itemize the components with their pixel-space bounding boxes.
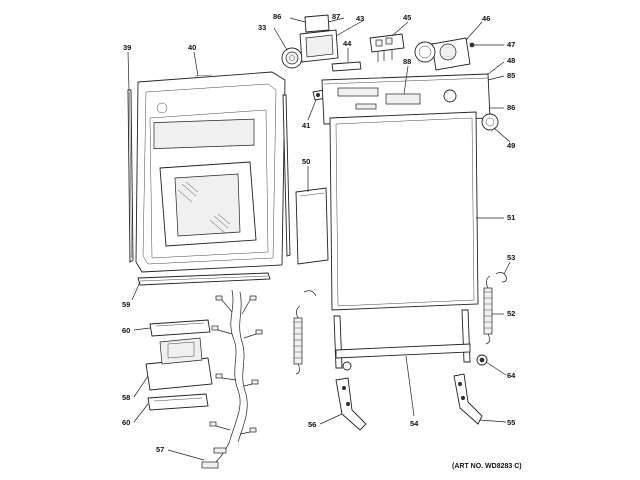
part-44-strip	[331, 61, 362, 72]
label-60-bottom: 60	[122, 418, 130, 427]
label-45: 45	[403, 13, 411, 22]
part-51-outer-door-panel	[329, 111, 479, 311]
part-54-hinge-bar	[333, 309, 471, 369]
part-52-spring-right	[483, 275, 493, 345]
label-49: 49	[507, 141, 515, 150]
label-40: 40	[188, 43, 196, 52]
part-57-wire-harness	[201, 289, 263, 469]
label-86: 86	[507, 103, 515, 112]
part-58-controller-box	[145, 337, 213, 391]
leader-lines	[127, 17, 511, 461]
part-49-knob	[481, 113, 499, 131]
part-64-small-round	[342, 354, 488, 371]
label-55: 55	[507, 418, 515, 427]
part-59-bottom-strip	[137, 272, 271, 286]
label-33: 33	[258, 23, 266, 32]
part-47-screw	[469, 42, 475, 48]
part-45-switch-assembly	[369, 33, 405, 62]
part-88-89-43-display-assembly	[299, 14, 339, 63]
part-33-round-part	[281, 47, 303, 69]
part-52-spring-left	[293, 290, 317, 375]
label-57: 57	[156, 445, 164, 454]
part-40-side-bracket	[282, 94, 291, 257]
label-47: 47	[507, 40, 515, 49]
label-54: 54	[410, 419, 419, 428]
label-60-top: 60	[122, 326, 130, 335]
label-52: 52	[507, 309, 515, 318]
label-41: 41	[302, 121, 310, 130]
part-53-hook	[495, 272, 507, 283]
label-56: 56	[308, 420, 316, 429]
part-46-control-assembly	[414, 37, 471, 71]
label-48: 48	[507, 56, 515, 65]
label-59: 59	[122, 300, 130, 309]
part-39-side-trim	[127, 89, 134, 263]
label-50: 50	[302, 157, 310, 166]
art-number: (ART NO. WD8283 C)	[452, 463, 522, 470]
label-39: 39	[123, 43, 131, 52]
label-58: 58	[122, 393, 130, 402]
label-89: 87	[332, 12, 340, 21]
label-64: 64	[507, 371, 516, 380]
part-56-hinge-left	[335, 377, 367, 431]
part-55-hinge-right	[453, 373, 483, 425]
part-50-side-panel	[295, 187, 329, 265]
part-60-bracket-bottom	[147, 393, 209, 411]
part-60-bracket-top	[149, 319, 211, 337]
label-88: 86	[273, 12, 281, 21]
label-53: 53	[507, 253, 515, 262]
part-40-inner-door-panel	[135, 71, 286, 273]
label-46: 46	[482, 14, 490, 23]
label-87: 88	[403, 57, 411, 66]
label-85: 85	[507, 71, 515, 80]
label-51: 51	[507, 213, 515, 222]
label-44: 44	[343, 39, 352, 48]
part-labels: 39 40 33 86 87 43 44 45 46 47 48 85 88 8…	[122, 12, 516, 454]
label-43: 43	[356, 14, 364, 23]
